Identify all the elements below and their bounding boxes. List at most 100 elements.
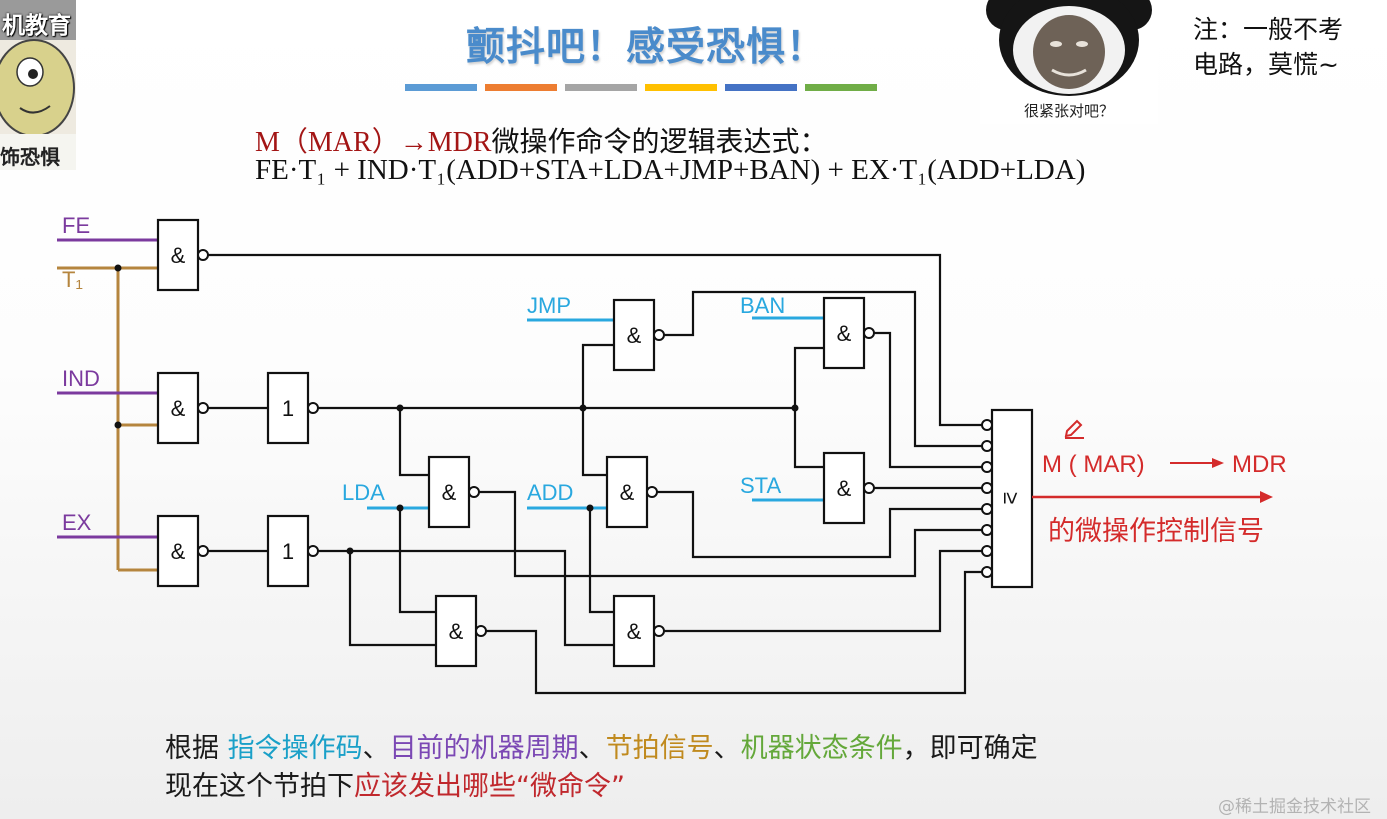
and-gate-fe-t1: &	[156, 218, 209, 292]
gate-symbol: ≥	[999, 492, 1024, 504]
human-face	[1033, 15, 1105, 89]
panda-face-icon	[986, 0, 1152, 96]
meme-left-banner-text: 机教育	[2, 13, 71, 39]
not-gate-ex-t1: 1	[266, 514, 319, 588]
gate-symbol: &	[837, 476, 852, 501]
gate-symbol: &	[449, 619, 464, 644]
footer-segment-machine-cycle: 目前的机器周期	[389, 733, 579, 764]
junction-dot	[791, 404, 799, 412]
slide-title: 颤抖吧！感受恐惧！	[466, 25, 827, 70]
gate-symbol: &	[620, 480, 635, 505]
sta-label: STA	[740, 473, 781, 498]
input-signal-lines	[57, 238, 824, 572]
or-input-bubble	[981, 503, 993, 515]
gate-symbol: &	[627, 323, 642, 348]
or-input-bubble	[981, 419, 993, 431]
junction-dot	[396, 404, 404, 412]
expression-heading-text: 微操作命令的逻辑表达式：	[491, 125, 828, 158]
footer-segment: 根据	[165, 733, 228, 764]
title-color-bar	[405, 84, 877, 91]
output-inversion-bubble	[197, 402, 209, 414]
and-gate-jmp: &	[612, 298, 665, 372]
output-caption: 的微操作控制信号	[1048, 516, 1264, 547]
transfer-arrowhead	[1212, 458, 1224, 468]
cartoon-pupil	[28, 69, 38, 79]
meme-image-left	[0, 0, 76, 170]
output-inversion-bubble	[653, 625, 665, 637]
add-label: ADD	[527, 480, 573, 505]
expression-heading: M（MAR）→MDR微操作命令的逻辑表达式：	[255, 120, 828, 160]
wire-ind-t1-to-jmp-add-gates	[581, 343, 614, 477]
side-note-line1: 注：一般不考	[1193, 15, 1344, 44]
output-inversion-bubble	[468, 486, 480, 498]
and-gate-add: &	[605, 455, 658, 529]
output-inversion-bubble	[307, 402, 319, 414]
cartoon-mouth	[19, 105, 51, 114]
wire-ind-t1-to-ban-sta-gates	[793, 346, 824, 469]
gate-body	[156, 514, 200, 588]
gate-symbol: &	[837, 321, 852, 346]
gate-body	[990, 408, 1034, 589]
footer-segment-micro-commands: 应该发出哪些“微命令”	[354, 771, 625, 802]
gate-symbol: 1	[282, 396, 294, 421]
meme-image-right: 很紧张对吧？	[980, 0, 1158, 124]
fe-label: FE	[62, 213, 90, 238]
gate-body	[434, 594, 478, 668]
output-inversion-bubble	[863, 327, 875, 339]
ex-label: EX	[62, 510, 92, 535]
output-inversion-bubble	[653, 329, 665, 341]
and-gate-ban: &	[822, 296, 875, 370]
and-gate-ex-lda: &	[434, 594, 487, 668]
gate-body	[156, 218, 200, 292]
junction-dot	[346, 547, 354, 555]
site-watermark: @稀土掘金技术社区	[1218, 797, 1371, 817]
and-gate-sta: &	[822, 451, 875, 525]
color-bar-segment	[565, 84, 637, 91]
meme-caption-strip	[0, 134, 76, 170]
footer-segment: ，即可确定	[902, 733, 1038, 764]
gate-symbol: &	[171, 539, 186, 564]
wire-add-gate-to-or	[657, 490, 982, 559]
or-input-bubble	[981, 566, 993, 578]
output-target-label: MDR	[1232, 451, 1287, 478]
gate-symbol: &	[171, 243, 186, 268]
face-eye-left	[1050, 41, 1062, 47]
color-bar-segment	[405, 84, 477, 91]
output-inversion-bubble	[863, 482, 875, 494]
wire-jmp-gate-to-or	[664, 290, 982, 448]
meme-right-caption: 很紧张对吧？	[1023, 102, 1114, 120]
junction-dots	[114, 264, 799, 555]
junction-dot	[396, 504, 404, 512]
input-labels: FE T₁ IND EX JMP BAN LDA ADD STA	[62, 213, 785, 535]
output-arrowhead	[1260, 491, 1273, 503]
wire-lda-gate-to-or	[479, 490, 982, 578]
t1-label: T₁	[62, 267, 83, 292]
gate-symbol: &	[627, 619, 642, 644]
footer-segment: 、	[713, 733, 741, 764]
wire-ex-add-gate-to-or	[664, 549, 982, 633]
ind-label: IND	[62, 366, 100, 391]
side-note: 注：一般不考 电路，莫慌~	[1193, 12, 1343, 82]
or-input-bubble	[981, 545, 993, 557]
and-gate-lda: &	[427, 455, 480, 529]
wire-ban-gate-to-or	[874, 331, 982, 469]
ban-label: BAN	[740, 293, 785, 318]
output-signal: M ( MAR) MDR 的微操作控制信号	[1032, 451, 1287, 547]
or-input-bubble	[981, 524, 993, 536]
and-gate-ex-t1: &	[156, 514, 209, 588]
color-bar-segment	[805, 84, 877, 91]
footer-segment-clock-signal: 节拍信号	[605, 733, 714, 764]
wire-lda-to-ex-lda-gate	[398, 508, 436, 614]
output-inversion-bubble	[197, 545, 209, 557]
logic-expression-formula: FE·T₁ + IND·T₁(ADD+STA+LDA+JMP+BAN) + EX…	[255, 154, 1086, 186]
meme-top-strip	[0, 0, 76, 40]
or-input-bubble	[981, 440, 993, 452]
wire-ind-t1-to-lda-gate	[398, 408, 429, 477]
or-input-bubble	[981, 482, 993, 494]
gate-body	[266, 371, 310, 445]
wire-ex-t1-to-ex-lda-gate	[348, 551, 436, 647]
wire-ex-lda-gate-to-or	[486, 570, 982, 695]
expression-heading-transfer: M（MAR）→MDR	[255, 127, 492, 158]
gate-body	[605, 455, 649, 529]
